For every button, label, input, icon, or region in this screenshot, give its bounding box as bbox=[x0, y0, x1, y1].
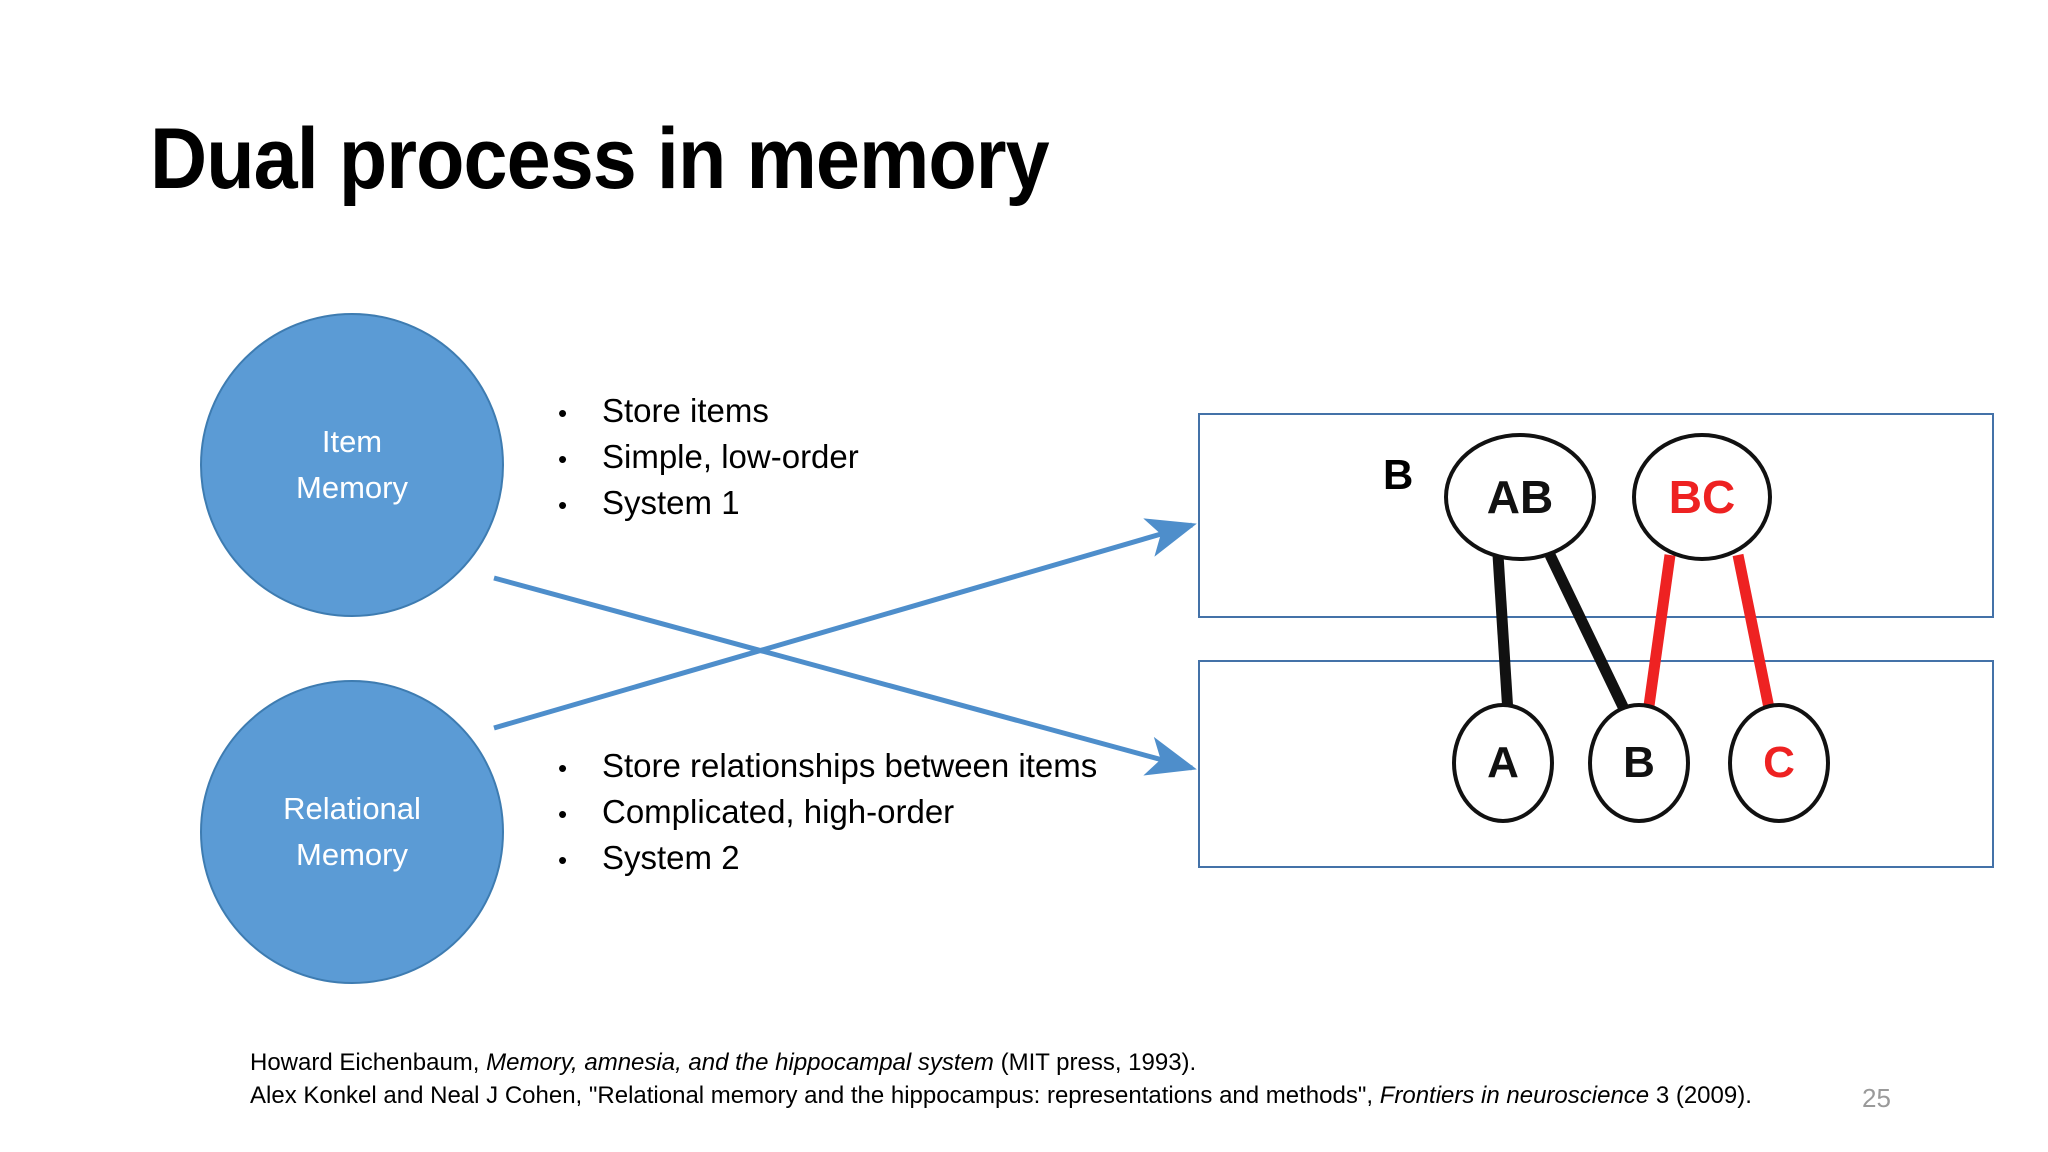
list-item: • Simple, low-order bbox=[558, 434, 859, 480]
citation-line-2: Alex Konkel and Neal J Cohen, "Relationa… bbox=[250, 1079, 1752, 1112]
bullet-marker-icon: • bbox=[558, 799, 568, 829]
citation-2-journal: Frontiers in neuroscience bbox=[1379, 1082, 1650, 1109]
list-item-label: Store relationships between items bbox=[602, 747, 1098, 784]
list-item: • Store relationships between items bbox=[558, 743, 1097, 789]
diagram-node-bc[interactable]: BC bbox=[1632, 433, 1772, 561]
diagram-node-c[interactable]: C bbox=[1728, 703, 1830, 823]
arrow-item-to-relational-box bbox=[493, 575, 1197, 776]
page-number: 25 bbox=[1862, 1083, 1891, 1113]
citation-1-publisher: (MIT press, 1993). bbox=[993, 1049, 1197, 1076]
circle-relational-memory-line1: Relational bbox=[283, 791, 421, 826]
list-item-label: Complicated, high-order bbox=[602, 793, 955, 830]
list-item-label: System 1 bbox=[602, 484, 740, 521]
circle-item-memory-line1: Item bbox=[321, 424, 383, 459]
citation-2-volume: 3 (2009). bbox=[1649, 1082, 1752, 1109]
list-item-label: Simple, low-order bbox=[602, 438, 859, 475]
circle-item-memory[interactable]: Item Memory bbox=[200, 313, 504, 617]
citation-2-author: Alex Konkel and Neal J Cohen, "Relationa… bbox=[250, 1082, 1380, 1109]
relational-memory-bullets: • Store relationships between items • Co… bbox=[558, 743, 1097, 881]
citation-line-1: Howard Eichenbaum, Memory, amnesia, and … bbox=[250, 1046, 1752, 1079]
bullet-marker-icon: • bbox=[558, 845, 568, 875]
circle-relational-memory[interactable]: Relational Memory bbox=[200, 680, 504, 984]
citation-1-author: Howard Eichenbaum, bbox=[250, 1049, 487, 1076]
item-memory-bullets: • Store items • Simple, low-order • Syst… bbox=[558, 388, 859, 526]
memory-representation-diagram: B AB BC A B C bbox=[1198, 413, 1994, 869]
list-item-label: System 2 bbox=[602, 839, 740, 876]
diagram-label-b: B bbox=[1383, 451, 1414, 498]
list-item: • Store items bbox=[558, 388, 859, 434]
page-title: Dual process in memory bbox=[150, 111, 1050, 207]
bullet-marker-icon: • bbox=[558, 444, 568, 474]
circle-relational-memory-line2: Memory bbox=[296, 837, 408, 872]
arrow-relational-to-item-box bbox=[493, 518, 1197, 731]
footnote-citations: Howard Eichenbaum, Memory, amnesia, and … bbox=[250, 1046, 1752, 1112]
bullet-marker-icon: • bbox=[558, 398, 568, 428]
diagram-node-b[interactable]: B bbox=[1588, 703, 1690, 823]
list-item-label: Store items bbox=[602, 392, 769, 429]
list-item: • System 1 bbox=[558, 480, 859, 526]
bullet-marker-icon: • bbox=[558, 490, 568, 520]
bullet-marker-icon: • bbox=[558, 753, 568, 783]
circle-item-memory-line2: Memory bbox=[296, 470, 408, 505]
list-item: • System 2 bbox=[558, 835, 1097, 881]
diagram-node-ab[interactable]: AB bbox=[1444, 433, 1596, 561]
list-item: • Complicated, high-order bbox=[558, 789, 1097, 835]
diagram-node-a[interactable]: A bbox=[1452, 703, 1554, 823]
citation-1-title: Memory, amnesia, and the hippocampal sys… bbox=[486, 1049, 994, 1076]
diagram-box-relational bbox=[1198, 413, 1994, 618]
